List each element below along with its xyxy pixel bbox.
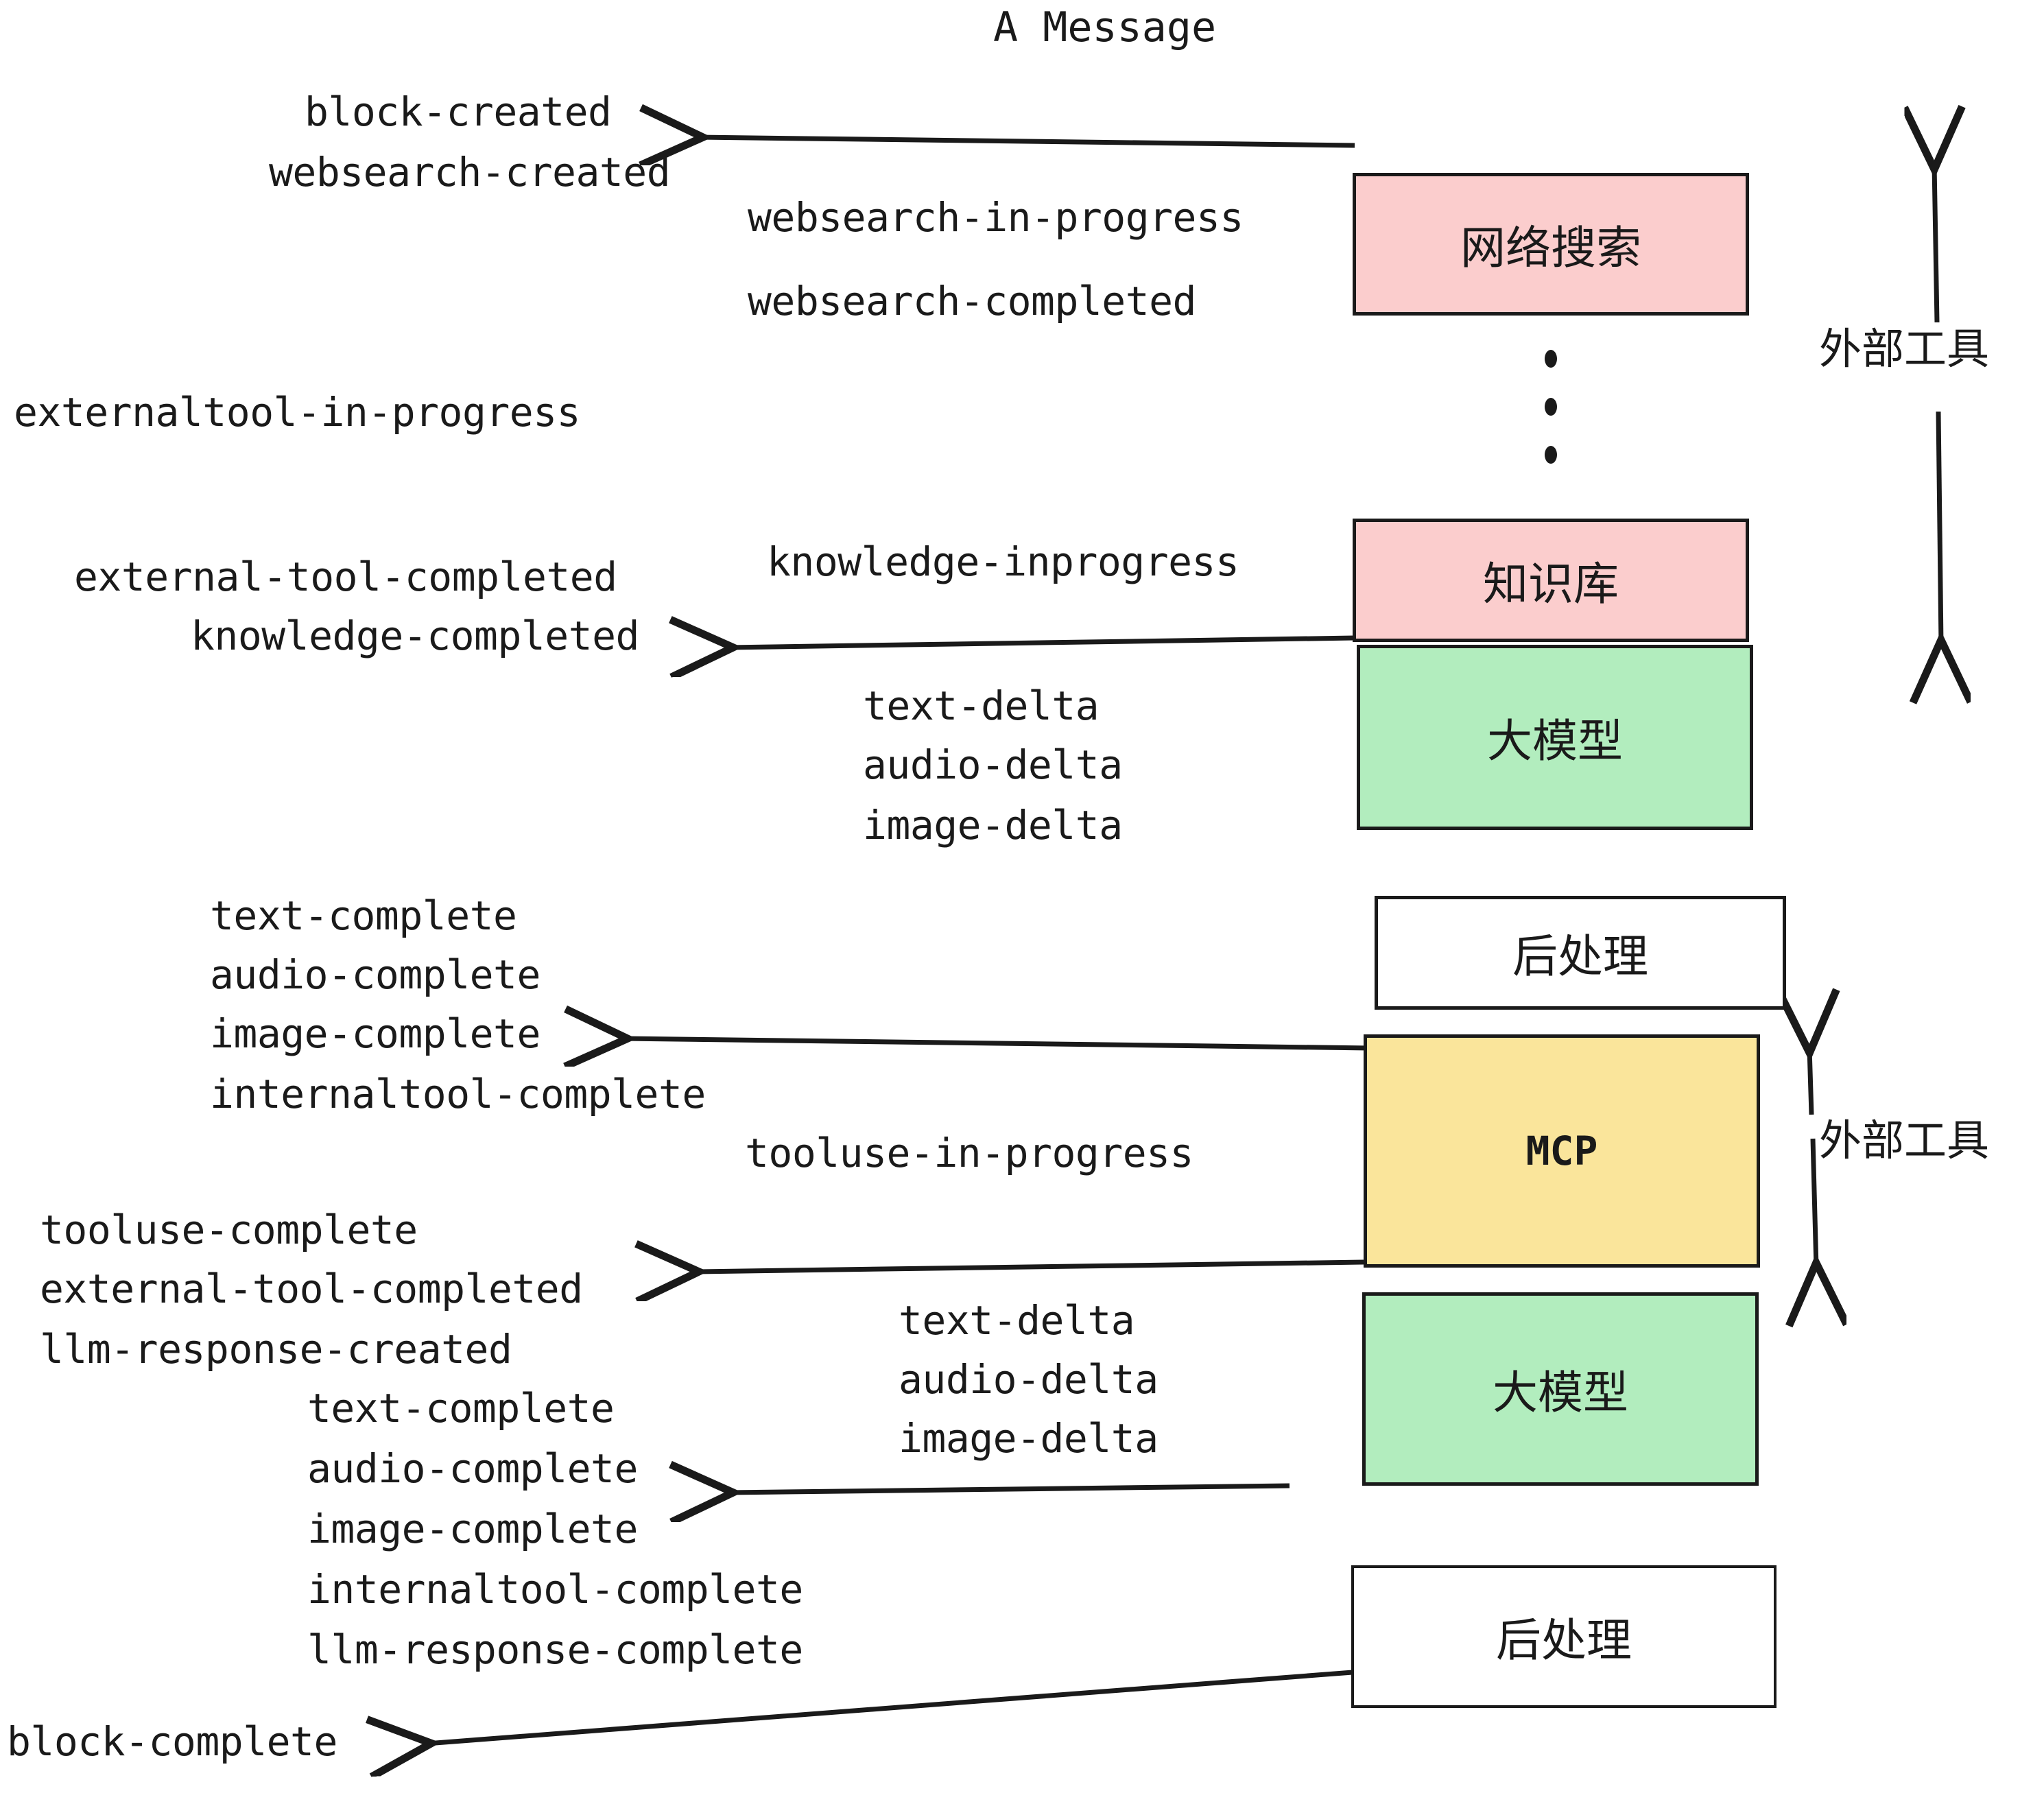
arrow-llm-to-left [728, 1486, 1290, 1493]
box-label-web-search: 网络搜索 [1460, 222, 1641, 274]
event-label-knowledge-inprogress: knowledge-inprogress [767, 538, 1239, 585]
event-label-tooluse-in-progress: tooluse-in-progress [745, 1130, 1193, 1176]
event-label-text-delta-2: text-delta [899, 1297, 1135, 1344]
external-tool-bracket-bottom-down [1813, 1138, 1816, 1268]
box-label-postprocess-top: 后处理 [1512, 930, 1648, 983]
box-web-search[interactable]: 网络搜索 [1353, 173, 1749, 316]
event-label-image-delta-2: image-delta [899, 1415, 1158, 1462]
box-llm-top[interactable]: 大模型 [1357, 645, 1753, 830]
external-tool-bracket-top-up [1934, 165, 1937, 323]
event-label-internaltool-complete-2: internaltool-complete [307, 1566, 803, 1613]
arrow-postprocess-to-left [623, 1039, 1371, 1048]
box-postprocess-bottom[interactable]: 后处理 [1351, 1565, 1776, 1708]
event-label-externaltool-in-progress: externaltool-in-progress [14, 389, 581, 436]
page-title: A Message [993, 3, 1217, 51]
event-label-block-created: block-created [305, 88, 612, 135]
event-label-llm-response-created: llm-response-created [40, 1326, 512, 1373]
event-label-audio-complete-2: audio-complete [307, 1445, 638, 1492]
arrow-websearch-to-left [698, 137, 1355, 145]
box-label-knowledge-base: 知识库 [1483, 558, 1619, 610]
event-label-image-delta-1: image-delta [863, 802, 1123, 848]
event-label-block-complete: block-complete [7, 1718, 337, 1765]
event-label-knowledge-completed: knowledge-completed [191, 613, 639, 659]
side-label-external-tool-top: 外部工具 [1819, 324, 1990, 374]
ellipsis-dot [1545, 398, 1557, 416]
ellipsis-dot [1545, 446, 1557, 464]
box-mcp[interactable]: MCP [1364, 1034, 1760, 1268]
arrow-postprocess-bottom-to-left [427, 1670, 1353, 1744]
box-label-llm-top: 大模型 [1487, 715, 1623, 768]
arrow-knowledge-to-left [728, 638, 1355, 648]
box-label-llm-bottom: 大模型 [1493, 1366, 1628, 1419]
event-label-websearch-created: websearch-created [269, 149, 671, 195]
event-label-text-complete-1: text-complete [210, 892, 517, 939]
external-tool-bracket-top-down [1938, 411, 1941, 645]
ellipsis-dot [1545, 350, 1557, 368]
event-label-internaltool-complete-1: internaltool-complete [210, 1071, 706, 1117]
event-label-audio-delta-2: audio-delta [899, 1356, 1158, 1403]
event-label-websearch-in-progress: websearch-in-progress [748, 194, 1244, 241]
box-llm-bottom[interactable]: 大模型 [1362, 1292, 1759, 1486]
event-label-image-complete-1: image-complete [210, 1010, 540, 1057]
box-postprocess-top[interactable]: 后处理 [1375, 896, 1786, 1010]
event-label-text-complete-2: text-complete [307, 1385, 615, 1432]
event-label-websearch-completed: websearch-completed [748, 278, 1196, 324]
event-label-tooluse-complete: tooluse-complete [40, 1207, 418, 1253]
box-label-postprocess-bottom: 后处理 [1496, 1614, 1632, 1667]
side-label-external-tool-bottom: 外部工具 [1819, 1115, 1990, 1165]
event-label-text-delta-1: text-delta [863, 683, 1100, 729]
external-tool-bracket-bottom-up [1809, 1048, 1811, 1115]
event-label-llm-response-complete: llm-response-complete [307, 1626, 803, 1673]
event-label-audio-delta-1: audio-delta [863, 741, 1123, 788]
box-knowledge-base[interactable]: 知识库 [1353, 519, 1749, 642]
event-label-external-tool-completed-2: external-tool-completed [40, 1266, 583, 1312]
event-label-image-complete-2: image-complete [307, 1506, 638, 1552]
event-label-external-tool-completed-1: external-tool-completed [74, 554, 617, 600]
event-label-audio-complete-1: audio-complete [210, 951, 540, 998]
arrow-mcp-to-left [694, 1262, 1364, 1272]
box-label-mcp: MCP [1525, 1128, 1598, 1174]
